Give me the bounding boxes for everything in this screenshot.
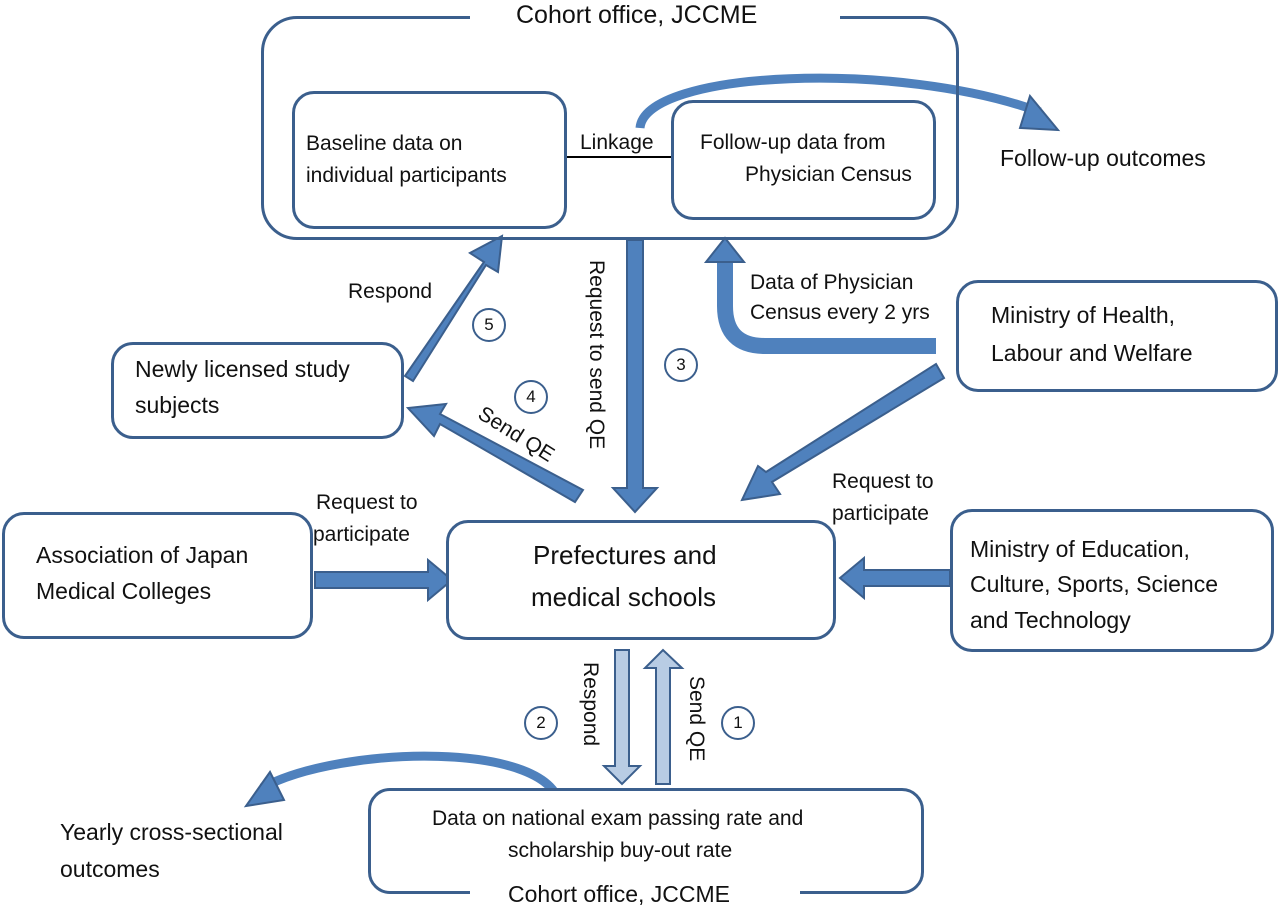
census-data-arrowhead — [703, 236, 747, 263]
prefectures-line2: medical schools — [531, 582, 716, 612]
census-data-arrow — [717, 262, 936, 354]
send-qe-arrow-4 — [405, 402, 585, 504]
mhlw-box — [956, 280, 1278, 392]
request-participate-left-line1: Request to — [316, 491, 418, 514]
send-qe-arrow-1 — [642, 648, 685, 785]
respond-arrow-5 — [403, 234, 504, 383]
census-data-line1: Data of Physician — [750, 271, 914, 294]
request-participate-left-line2: participate — [313, 523, 410, 546]
yearly-line2: outcomes — [60, 856, 160, 882]
bottom-office-line1: Data on national exam passing rate and — [432, 807, 804, 830]
mhlw-line1: Ministry of Health, — [991, 302, 1176, 328]
request-participate-right-line2: participate — [832, 502, 929, 525]
followup-census-line1: Follow-up data from — [700, 131, 886, 154]
step-4-badge: 4 — [514, 380, 548, 414]
mext-arrow — [838, 555, 951, 601]
census-data-line2: Census every 2 yrs — [750, 301, 930, 324]
yearly-outcomes-arrow — [259, 751, 565, 809]
bottom-office-title: Cohort office, JCCME — [508, 881, 730, 907]
yearly-line1: Yearly cross-sectional — [60, 819, 283, 845]
send-qe-bottom-label: Send QE — [685, 676, 708, 762]
respond-bottom-label: Respond — [579, 662, 602, 747]
ajmc-box — [2, 512, 313, 639]
baseline-data-box — [292, 91, 567, 229]
top-office-title: Cohort office, JCCME — [516, 1, 758, 29]
followup-outcomes-label: Follow-up outcomes — [1000, 145, 1206, 171]
newly-licensed-box — [111, 342, 404, 439]
followup-census-line2: Physician Census — [745, 163, 912, 186]
step-3-badge: 3 — [664, 348, 698, 382]
respond-arrow-2 — [601, 649, 643, 786]
top-office-title-mask — [470, 4, 840, 30]
mext-line3: and Technology — [970, 607, 1131, 633]
bottom-office-title-mask — [470, 880, 800, 910]
ajmc-line1: Association of Japan — [36, 542, 249, 568]
baseline-line1: Baseline data on — [306, 132, 463, 155]
followup-outcomes-arrow — [635, 73, 1042, 130]
ajmc-arrow — [314, 557, 454, 603]
followup-census-box — [671, 100, 936, 220]
request-send-qe-label: Request to send QE — [585, 260, 608, 450]
prefectures-box — [446, 520, 836, 640]
step-5-badge: 5 — [472, 308, 506, 342]
request-send-qe-arrow-3 — [610, 239, 660, 514]
linkage-label: Linkage — [580, 131, 654, 154]
ajmc-line2: Medical Colleges — [36, 578, 212, 604]
mext-line1: Ministry of Education, — [970, 536, 1190, 562]
step-2-badge: 2 — [524, 706, 558, 740]
mext-box — [950, 509, 1274, 652]
request-participate-right-line1: Request to — [832, 470, 934, 493]
baseline-line2: individual participants — [306, 164, 507, 187]
prefectures-line1: Prefectures and — [533, 540, 717, 570]
mhlw-line2: Labour and Welfare — [991, 340, 1193, 366]
bottom-office-line2: scholarship buy-out rate — [508, 839, 733, 862]
mhlw-request-arrow — [740, 362, 946, 502]
newly-licensed-line2: subjects — [135, 392, 220, 418]
followup-outcomes-arrowhead — [1018, 93, 1061, 132]
mext-line2: Culture, Sports, Science — [970, 571, 1219, 597]
newly-licensed-line1: Newly licensed study — [135, 356, 350, 382]
yearly-outcomes-arrowhead — [243, 770, 286, 808]
step-1-badge: 1 — [721, 706, 755, 740]
respond-top-label: Respond — [348, 280, 433, 303]
